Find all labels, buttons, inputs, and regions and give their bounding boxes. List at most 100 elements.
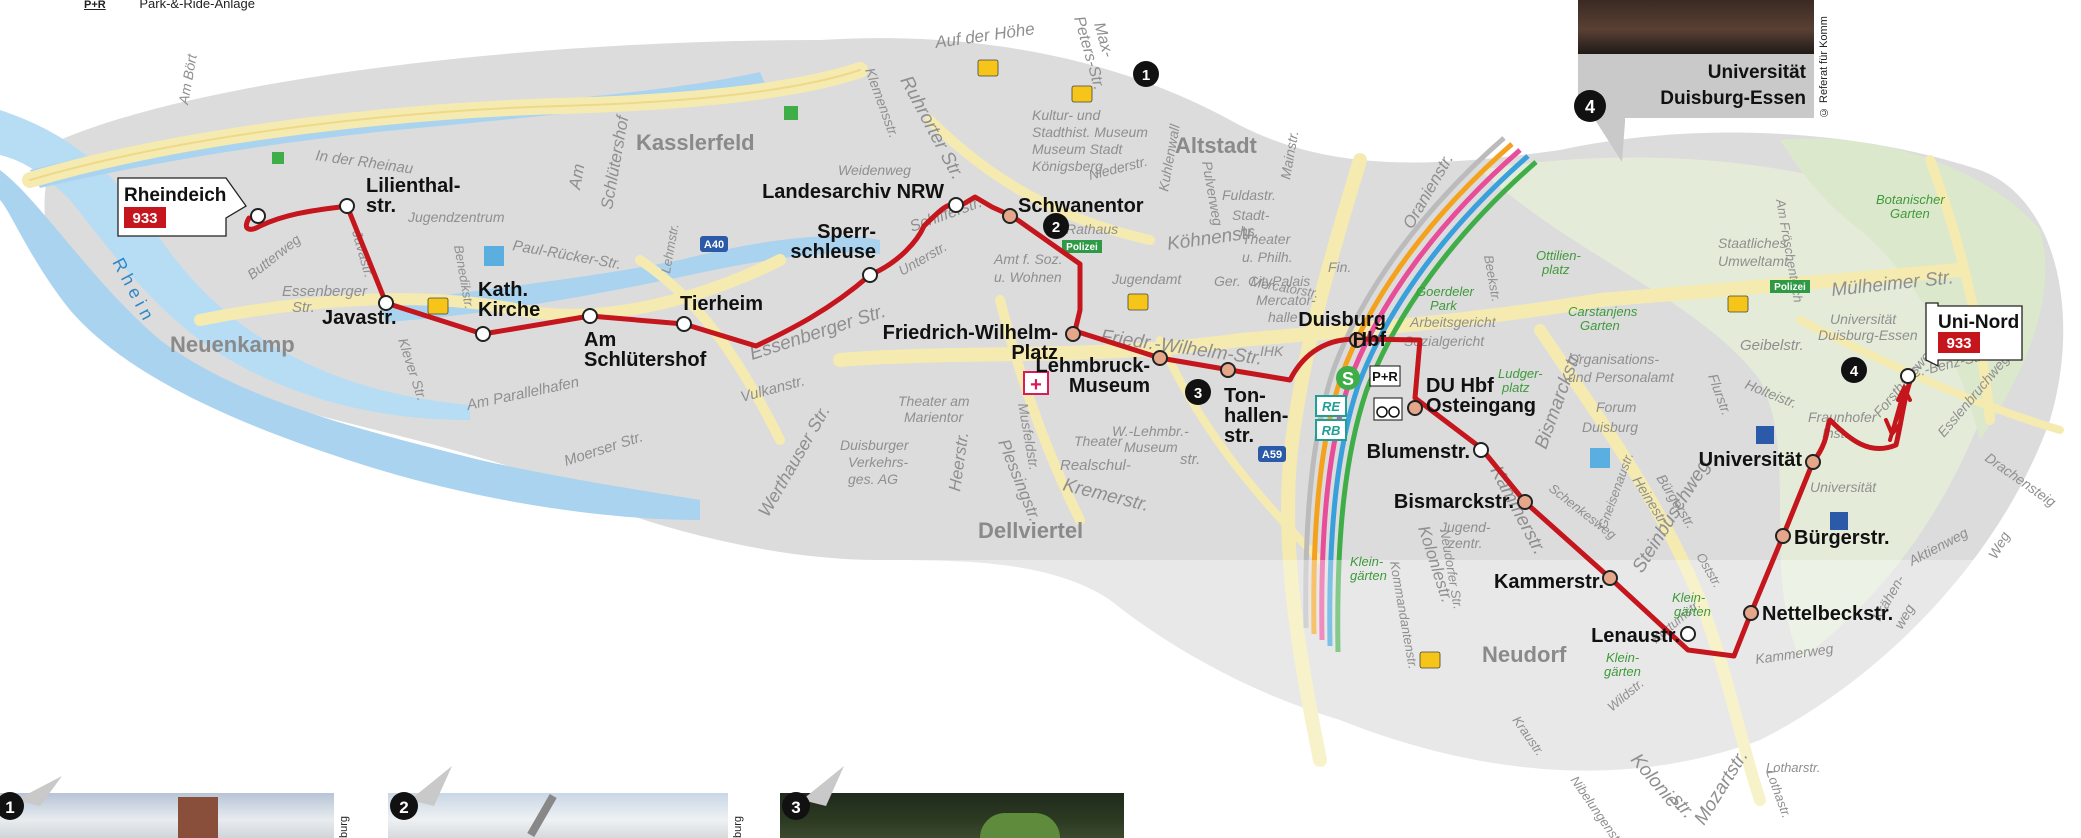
station[interactable]: Lenaustr.	[1591, 625, 1696, 647]
street-label: Sozialgericht	[1404, 333, 1485, 349]
poi-label: u. Wohnen	[994, 269, 1062, 285]
terminal-stop-marker	[1900, 368, 1916, 384]
station-label: Blumenstr.	[1367, 441, 1470, 463]
station[interactable]: Tierheim	[676, 293, 763, 332]
station-label-line: str.	[1224, 425, 1254, 447]
police-label: Polizei	[1066, 242, 1098, 253]
station-label-line: Museum	[1069, 375, 1150, 397]
green-label: Ludger-	[1498, 366, 1543, 381]
green-label: Garten	[1580, 318, 1620, 333]
station-stop-marker	[475, 326, 491, 342]
tree-shape	[980, 813, 1060, 838]
marker-label: 4	[1585, 97, 1595, 117]
marker-label: 3	[791, 798, 800, 817]
green-label: Ottilien-	[1536, 248, 1581, 263]
station-label: Universität	[1699, 449, 1803, 471]
station[interactable]: Nettelbeckstr.	[1743, 603, 1893, 625]
poi-label: ges. AG	[848, 471, 898, 487]
station[interactable]: Kammerstr.	[1494, 570, 1618, 593]
station-stop-marker	[1743, 605, 1759, 621]
street-label: Am Bört	[175, 52, 200, 107]
station[interactable]: Ton-hallen-str.	[1220, 362, 1288, 447]
station[interactable]: Universität	[1699, 449, 1821, 471]
poi-label: Königsberg	[1032, 158, 1103, 174]
marker-1: 1	[1133, 61, 1159, 87]
station-stop-marker	[582, 308, 598, 324]
terminal-name: Rheindeich	[124, 185, 226, 206]
station-stop-marker	[948, 197, 964, 213]
poi-label: halle	[1268, 309, 1298, 325]
route-loop-arrow	[1884, 374, 1914, 438]
station-label-line: Ton-	[1224, 385, 1266, 407]
station-label-line: Universität	[1699, 449, 1803, 471]
marker-label: 2	[1052, 219, 1060, 236]
post-office-icon	[1727, 295, 1749, 313]
numbered-markers: 1 2 3 4	[1043, 61, 1867, 405]
poi-label: Rathaus	[1066, 221, 1118, 237]
street-label: hs.	[1240, 223, 1259, 239]
poi-label: Duisburg-Essen	[1818, 327, 1918, 343]
park-icon	[272, 152, 284, 164]
bridge-pylon-shape	[527, 794, 557, 837]
regional-express-label: RE	[1322, 399, 1340, 414]
station[interactable]: Bürgerstr.	[1775, 527, 1890, 549]
district-labels: Kasslerfeld Altstadt Neuenkamp Dellviert…	[170, 130, 1567, 667]
park-and-ride-label: P+R	[1372, 369, 1398, 384]
terminal-uni-nord[interactable]: Uni-Nord 933	[1925, 302, 2023, 368]
poi-label: Duisburger	[840, 437, 910, 453]
university-icon	[1756, 426, 1774, 444]
station-stop-marker	[1349, 332, 1365, 348]
hospital-icon	[1023, 371, 1049, 395]
green-label: Garten	[1890, 206, 1930, 221]
station[interactable]: Friedrich-Wilhelm-Platz	[883, 322, 1081, 364]
street-label: Arbeitsgericht	[1409, 314, 1497, 330]
station[interactable]: Landesarchiv NRW	[762, 181, 964, 213]
station[interactable]: Schwanentor	[1002, 195, 1144, 224]
tower-shape	[178, 797, 218, 838]
station-label: Lenaustr.	[1591, 625, 1680, 647]
poi-labels: Kultur- und Stadthist. Museum Museum Sta…	[407, 107, 1918, 551]
poi-label: Fraunhofer	[1808, 409, 1878, 425]
poi-label: Umweltamt	[1718, 253, 1789, 269]
station-stop-marker	[1680, 626, 1696, 642]
poi-label: Fin.	[1328, 259, 1351, 275]
station[interactable]: Javastr.	[322, 295, 397, 329]
station-label-line: Lenaustr.	[1591, 625, 1680, 647]
station-label-line: Platz	[1011, 342, 1058, 364]
street-label: Forum	[1596, 399, 1637, 415]
station-stop-marker	[1152, 350, 1168, 366]
station[interactable]: Lilienthal-str.	[339, 175, 460, 217]
station-stop-marker	[339, 198, 355, 214]
terminal-rheindeich[interactable]: Rheindeich 933	[117, 177, 247, 237]
station[interactable]: Kath.Kirche	[475, 279, 540, 342]
photo-bottom-3-marker: 3	[782, 766, 844, 820]
highway-shield-a59: A59	[1258, 446, 1286, 462]
photo-universitaet	[1578, 0, 1814, 54]
station[interactable]: Sperr-schleuse	[790, 221, 878, 283]
green-label: Goerdeler	[1416, 284, 1474, 299]
station[interactable]: Lehmbruck-Museum	[1036, 350, 1168, 397]
station-label-line: Bürgerstr.	[1794, 527, 1890, 549]
highway-shield-label: A59	[1262, 449, 1282, 461]
station-label: Kath.Kirche	[478, 279, 540, 321]
station-label-line: Tierheim	[680, 293, 763, 315]
station[interactable]: Bismarckstr.	[1394, 491, 1533, 513]
green-label: Botanischer	[1876, 192, 1945, 207]
green-label: gärten	[1604, 664, 1641, 679]
station[interactable]: Blumenstr.	[1367, 441, 1489, 463]
station-label-line: Kammerstr.	[1494, 571, 1604, 593]
poi-label: Amt f. Soz.	[993, 251, 1062, 267]
street-label: Lotharstr.	[1766, 760, 1820, 775]
photo-bottom-2-marker: 2	[390, 766, 452, 820]
street-label: str.	[1180, 451, 1200, 468]
station-stop-marker	[1775, 528, 1791, 544]
terminal-stop-marker	[250, 208, 266, 224]
district-label: Neuenkamp	[170, 332, 295, 357]
station-label-line: Osteingang	[1426, 395, 1536, 417]
